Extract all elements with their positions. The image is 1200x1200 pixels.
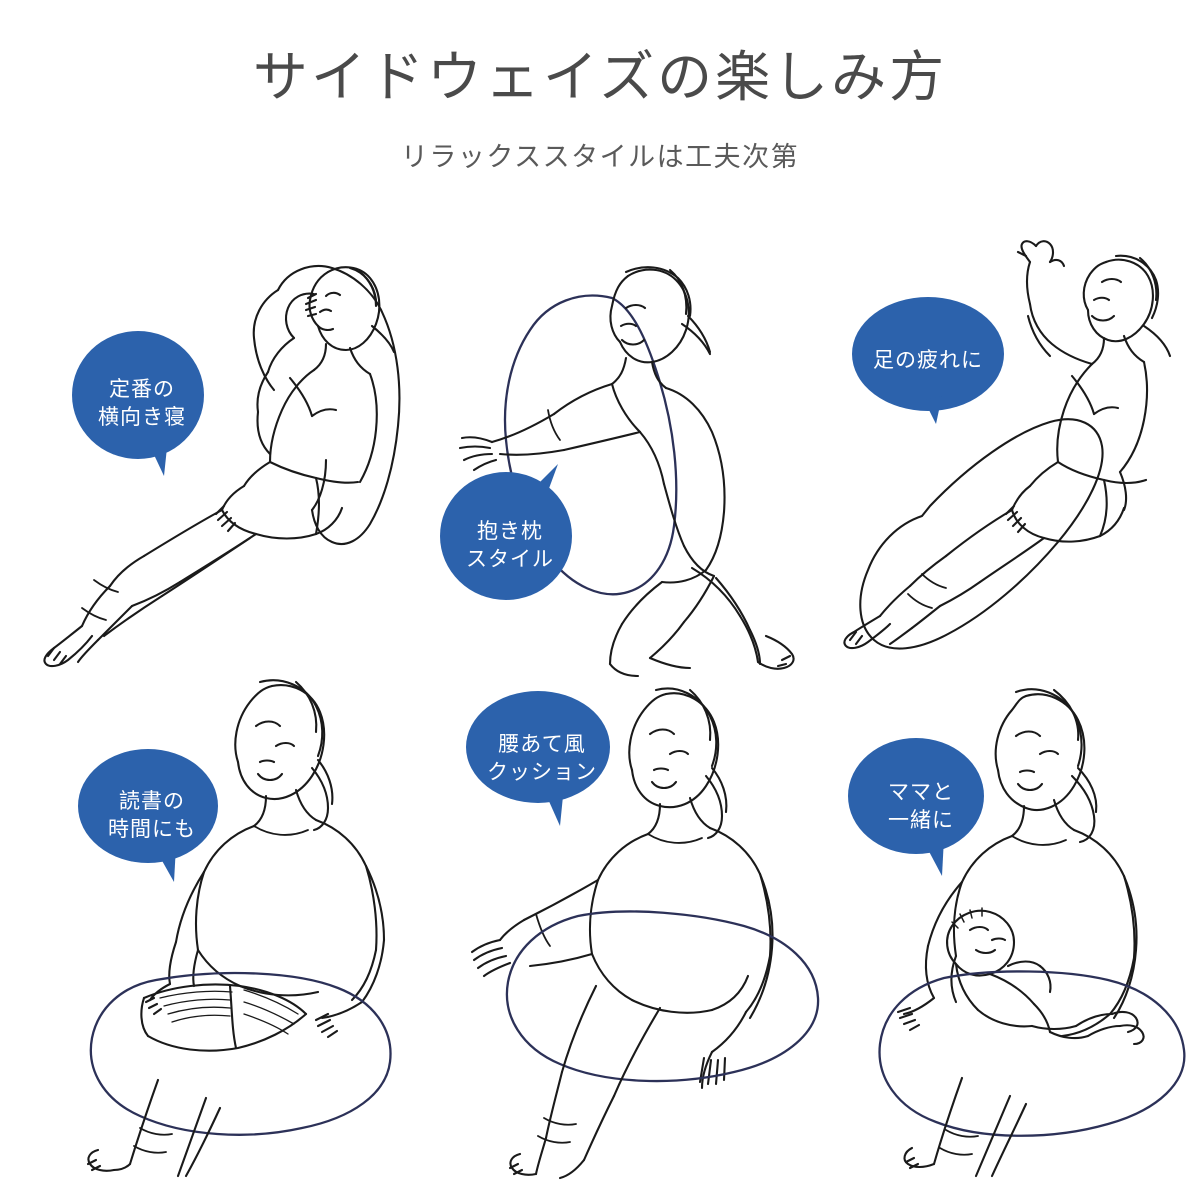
bubble-side-sleeping[interactable]: 定番の 横向き寝 bbox=[72, 330, 212, 478]
bubble-with-mama[interactable]: ママと 一緒に bbox=[848, 736, 994, 878]
panel-tired-legs bbox=[810, 238, 1190, 650]
panel-lumbar-cushion bbox=[450, 678, 820, 1180]
panel-side-sleeping bbox=[20, 238, 430, 668]
bubble-tired-legs[interactable]: 足の疲れに bbox=[852, 296, 1004, 426]
illustration-reading-time bbox=[86, 679, 392, 1178]
illustration-grid bbox=[0, 228, 1200, 1200]
bubble-shape bbox=[466, 691, 610, 826]
bubble-hug-pillow[interactable]: 抱き枕 スタイル bbox=[440, 462, 580, 602]
bubble-lumbar-cushion[interactable]: 腰あて風 クッション bbox=[466, 690, 618, 828]
header: サイドウェイズの楽しみ方 リラックススタイルは工夫次第 bbox=[0, 0, 1200, 174]
bubble-shape bbox=[78, 749, 218, 882]
bubble-shape bbox=[852, 297, 1004, 424]
bubble-shape bbox=[440, 464, 572, 600]
illustration-side-sleeping bbox=[43, 265, 401, 668]
panel-hug-pillow bbox=[430, 228, 800, 678]
illustration-with-mama bbox=[878, 688, 1186, 1178]
bubble-shape bbox=[848, 738, 984, 876]
bubble-shape bbox=[72, 331, 204, 476]
illustration-tired-legs bbox=[843, 240, 1172, 650]
panel-reading-time bbox=[60, 668, 430, 1178]
panel-with-mama bbox=[840, 678, 1200, 1178]
illustration-lumbar-cushion bbox=[470, 687, 820, 1180]
bubble-reading-time[interactable]: 読書の 時間にも bbox=[78, 748, 226, 884]
page-title: サイドウェイズの楽しみ方 bbox=[252, 46, 948, 108]
page-subtitle: リラックススタイルは工夫次第 bbox=[400, 142, 800, 173]
illustration-hug-pillow bbox=[458, 266, 795, 678]
